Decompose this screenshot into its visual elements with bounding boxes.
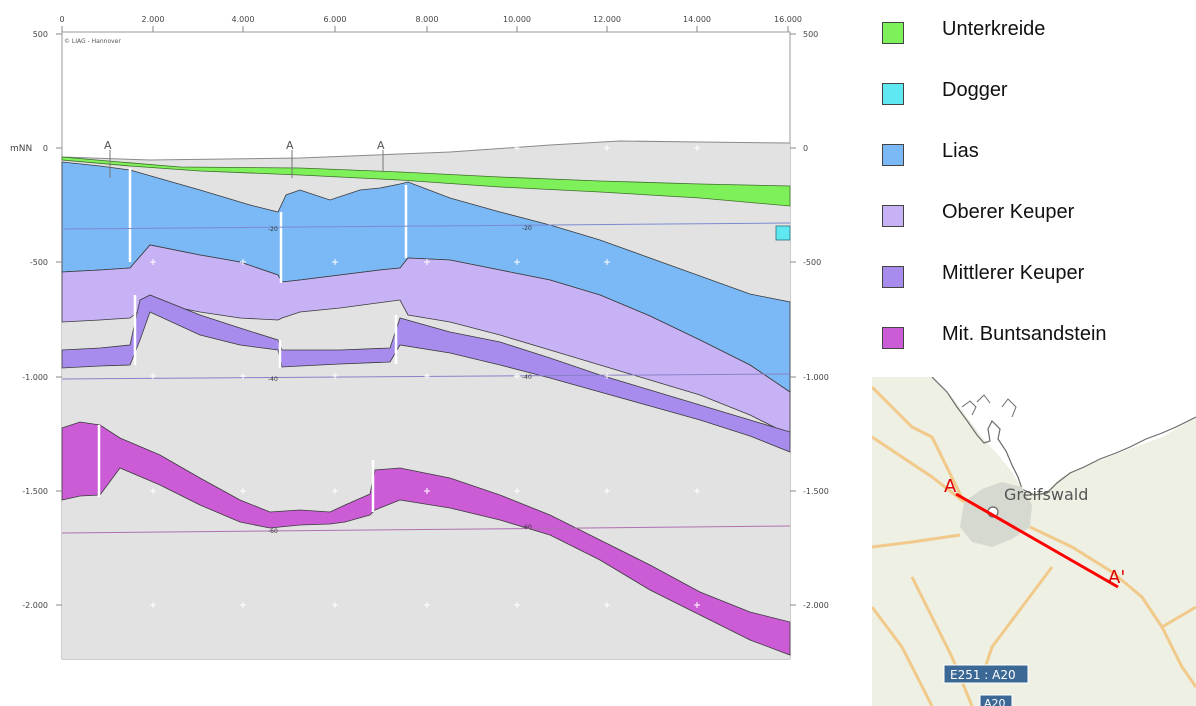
- y-axis-label: mNN: [10, 144, 32, 154]
- legend-label: Dogger: [942, 79, 1008, 101]
- contour-line: [61, 222, 791, 230]
- map-profile-line: [955, 492, 1119, 589]
- map-coastline-detail: [961, 394, 1017, 418]
- y-tick-label: 500: [803, 30, 818, 39]
- contour-label: -20: [522, 225, 532, 232]
- legend-item-mittlerer-keuper: Mittlerer Keuper: [870, 260, 1196, 290]
- x-tick-label: 8.000: [416, 15, 439, 24]
- x-axis-top: 0 2.000 4.000 6.000 8.000 10.000 12.000 …: [59, 15, 802, 24]
- x-tick-label: 14.000: [683, 15, 711, 24]
- grid-crosshairs: [150, 145, 700, 608]
- y-tick-label: -1.000: [803, 373, 829, 382]
- map-road-sign-label: A20: [984, 697, 1006, 706]
- y-tick-label: -500: [803, 258, 821, 267]
- location-map: A A' Greifswald E251 : A20 A20: [872, 377, 1196, 706]
- legend-item-mit-buntsandstein: Mit. Buntsandstein: [870, 321, 1196, 351]
- contour-label: -60: [522, 524, 532, 531]
- map-point-a-prime-label: A': [1108, 567, 1125, 588]
- y-tick-label: -500: [30, 258, 48, 267]
- y-axis-right: 500 0 -500 -1.000 -1.500 -2.000: [803, 30, 829, 610]
- contour-label: -20: [268, 226, 278, 233]
- legend-swatch: [882, 144, 904, 166]
- y-tick-label: 0: [43, 144, 48, 153]
- map-water: [932, 377, 1196, 495]
- contour-label: -60: [268, 528, 278, 535]
- y-tick-label: -2.000: [803, 601, 829, 610]
- map-road-sign: [943, 664, 1029, 684]
- well-marker: A: [377, 139, 385, 172]
- y-tick-label: -1.500: [22, 487, 48, 496]
- well-marker-label: A: [104, 139, 112, 152]
- legend-swatch: [882, 327, 904, 349]
- map-coastline: [931, 377, 1196, 496]
- layer-mit-buntsandstein: [61, 421, 791, 656]
- y-tick-label: 500: [33, 30, 48, 39]
- map-road-sign-label: E251 : A20: [950, 668, 1016, 682]
- contour-line: [61, 525, 791, 534]
- well-marker-label: A: [377, 139, 385, 152]
- y-tick-label: 0: [803, 144, 808, 153]
- y-axis-left: 500 0 -500 -1.000 -1.500 -2.000: [22, 30, 48, 610]
- x-tick-label: 10.000: [503, 15, 531, 24]
- well-marker-label: A: [286, 139, 294, 152]
- legend-label: Unterkreide: [942, 18, 1046, 40]
- legend-swatch: [882, 22, 904, 44]
- legend-swatch: [882, 83, 904, 105]
- well-marker: A: [104, 139, 112, 178]
- legend-item-lias: Lias: [870, 138, 1196, 168]
- well-marker: A: [286, 139, 294, 178]
- y-tick-label: -1.000: [22, 373, 48, 382]
- x-tick-label: 0: [59, 15, 64, 24]
- layer-unterkreide: [61, 156, 791, 207]
- watermark-text: © LIAG - Hannover: [64, 38, 121, 45]
- x-tick-label: 2.000: [142, 15, 165, 24]
- geological-cross-section: -20 -20 -40 -40 -60 -60 A A A © LIAG - H…: [10, 15, 829, 660]
- y-axis-right-ticks: [790, 33, 796, 606]
- legend-label: Oberer Keuper: [942, 201, 1075, 223]
- legend-item-oberer-keuper: Oberer Keuper: [870, 199, 1196, 229]
- map-city-label: Greifswald: [1004, 485, 1088, 504]
- legend-item-dogger: Dogger: [870, 77, 1196, 107]
- map-point-a-label: A: [944, 476, 957, 497]
- map-road-sign: [979, 694, 1013, 706]
- y-tick-label: -2.000: [22, 601, 48, 610]
- legend-swatch: [882, 205, 904, 227]
- y-tick-label: -1.500: [803, 487, 829, 496]
- x-tick-label: 16.000: [774, 15, 802, 24]
- x-tick-label: 4.000: [232, 15, 255, 24]
- x-axis-ticks: [61, 26, 789, 32]
- layer-dogger: [775, 225, 791, 241]
- contour-label: -40: [522, 374, 532, 381]
- legend-label: Lias: [942, 140, 979, 162]
- legend-item-unterkreide: Unterkreide: [870, 16, 1196, 46]
- layer-mittlerer-keuper: [61, 294, 791, 453]
- contour-label: -40: [268, 376, 278, 383]
- legend-label: Mit. Buntsandstein: [942, 323, 1107, 345]
- legend-swatch: [882, 266, 904, 288]
- legend-label: Mittlerer Keuper: [942, 262, 1085, 284]
- y-axis-left-ticks: [56, 33, 62, 606]
- terrain-surface-line: [61, 140, 791, 161]
- x-tick-label: 12.000: [593, 15, 621, 24]
- x-tick-label: 6.000: [324, 15, 347, 24]
